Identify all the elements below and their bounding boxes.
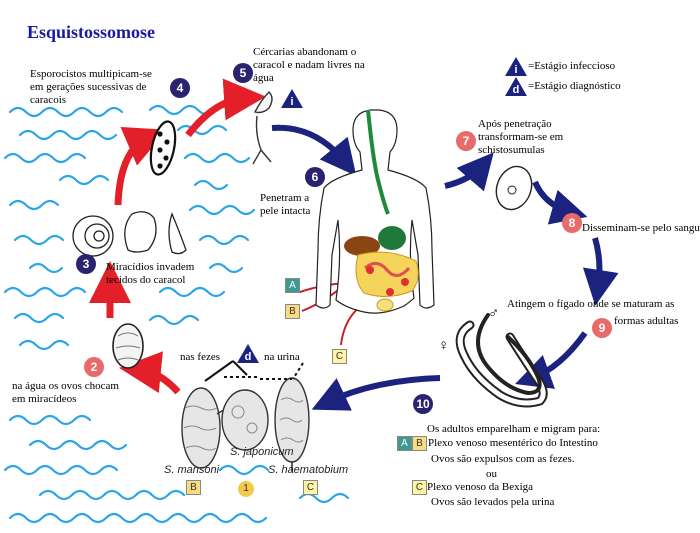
stage-6-number: 6	[305, 167, 325, 187]
diagnostic-stage-icon: d	[504, 76, 528, 97]
route1-label: Plexo venoso mesentérico do Intestino	[428, 437, 598, 449]
route2-note: Ovos são levados pela urina	[431, 496, 555, 508]
or-label: ou	[486, 468, 497, 480]
cercaria-infectious-icon: i	[280, 88, 304, 109]
infectious-stage-icon: i	[504, 56, 528, 77]
stage-3-number: 3	[76, 254, 96, 274]
stage-7-number: 7	[456, 131, 476, 151]
body-label-b: B	[285, 304, 300, 319]
male-symbol: ♂	[488, 306, 500, 322]
body-label-c: C	[332, 349, 347, 364]
stage-8-text: Disseminam-se pelo sangue	[582, 222, 700, 234]
species-haematobium-label: S. haematobium	[268, 464, 349, 476]
stage-9-text-line2: formas adultas	[614, 315, 679, 327]
haematobium-tag: C	[303, 480, 318, 495]
egg-branch-lines	[204, 360, 304, 382]
stage-2-number: 2	[84, 357, 104, 377]
diagram-title: Esquistossomose	[27, 22, 156, 42]
stage-9-text-line1: Atingem o fígado onde se maturam as	[507, 298, 675, 310]
schistosomulum-illustration	[495, 165, 533, 211]
route2-tag: C	[412, 480, 427, 495]
body-label-a: A	[285, 278, 300, 293]
legend-diagnostic-label: =Estágio diagnóstico	[528, 80, 621, 92]
eggs-feces-label: nas fezes	[180, 351, 221, 363]
eggs-diagnostic-icon: d	[236, 343, 260, 364]
stage-10-number: 10	[413, 394, 433, 414]
eggs-urine-label: na urina	[264, 351, 300, 363]
sporocyst-illustration	[149, 120, 177, 176]
red-cycle-arrows	[89, 78, 266, 395]
egg-illustrations	[181, 377, 310, 472]
stage-5-number: 5	[233, 63, 253, 83]
route2-label: Plexo venoso da Bexiga	[427, 481, 534, 493]
japonicum-tag: 1	[238, 481, 254, 497]
adults-intro: Os adultos emparelham e migram para:	[427, 423, 601, 435]
mansoni-tag: B	[186, 480, 201, 495]
route1-tag-a: A	[397, 436, 412, 451]
human-body-figure	[315, 109, 435, 314]
adult-worms-illustration	[455, 313, 548, 408]
snails-illustration	[72, 211, 187, 257]
stage-4-number: 4	[170, 78, 190, 98]
stage-9-number: 9	[592, 318, 612, 338]
cercaria-illustration	[252, 91, 273, 165]
stage-8-number: 8	[562, 213, 582, 233]
female-symbol: ♀	[438, 338, 450, 354]
species-mansoni-label: S. mansoni	[164, 464, 220, 476]
water-waves	[3, 104, 350, 524]
route1-note: Ovos são expulsos com as fezes.	[431, 453, 575, 465]
route1-tag-b: B	[412, 436, 427, 451]
miracidium-illustration	[112, 323, 144, 369]
species-japonicum-label: S. japonicum	[230, 446, 294, 458]
legend-infectious-label: =Estágio infeccioso	[528, 60, 616, 72]
